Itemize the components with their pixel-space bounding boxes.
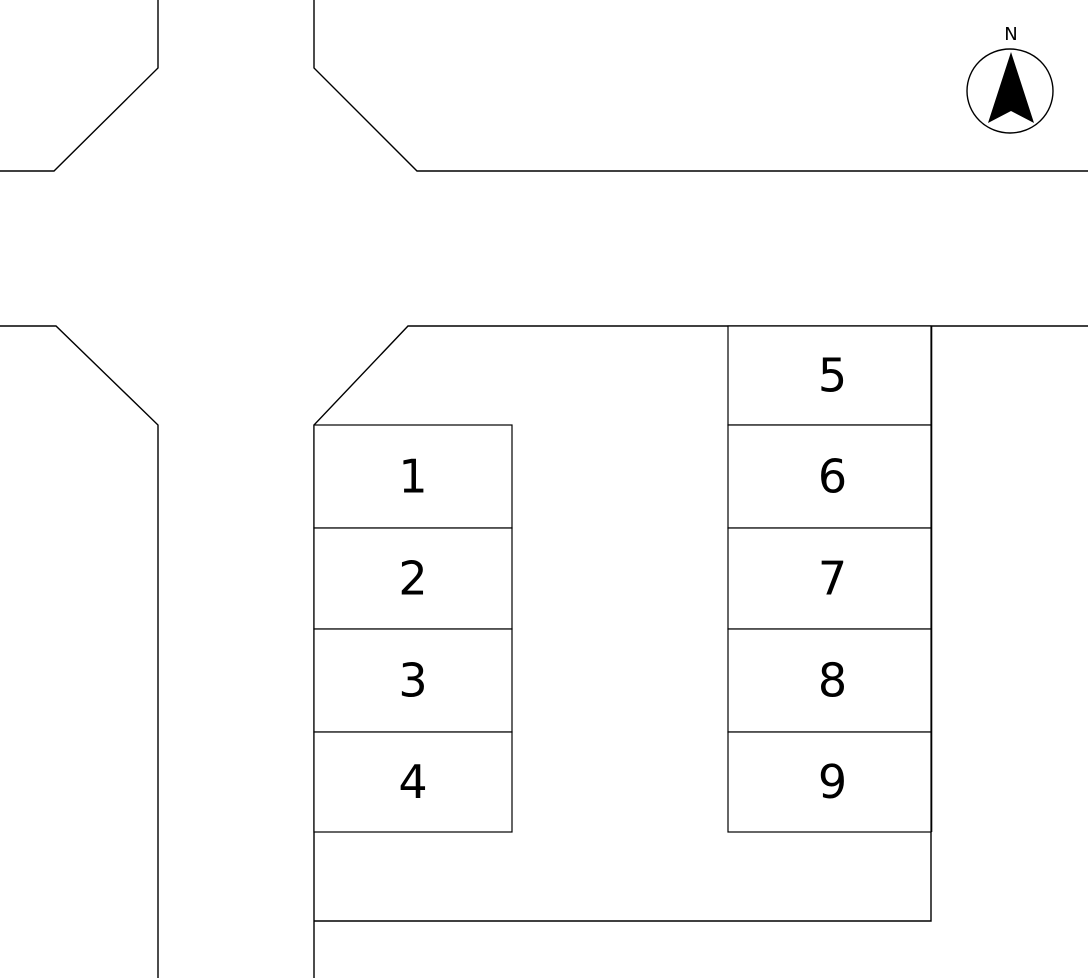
- parking-slot-8: 8: [727, 628, 932, 733]
- parking-slot-7: 7: [727, 527, 932, 630]
- parking-slot-box: [313, 527, 513, 630]
- parking-slot-number: 2: [398, 552, 427, 606]
- road-edge-top-right: [313, 0, 1088, 172]
- north-arrow: N: [966, 24, 1054, 134]
- parking-slot-number: 1: [398, 450, 427, 504]
- road-edge-top-left: [0, 0, 159, 172]
- parking-slot-4: 4: [313, 731, 513, 833]
- parking-slot-box: [727, 527, 932, 630]
- parking-slot-box: [727, 628, 932, 733]
- road-edge-bottom-left: [0, 325, 159, 978]
- parking-slot-2: 2: [313, 527, 513, 630]
- north-label: N: [1004, 24, 1017, 45]
- parking-slot-number: 7: [818, 552, 847, 606]
- parking-slot-box: [313, 731, 513, 833]
- parking-slot-1: 1: [313, 424, 513, 529]
- parking-slot-box: [313, 628, 513, 733]
- parking-slot-number: 6: [818, 450, 847, 504]
- parking-slot-box: [727, 325, 932, 426]
- parking-slots: 1 2 3 4 5 6 7 8 9: [313, 325, 932, 833]
- parking-slot-box: [727, 731, 932, 833]
- parking-slot-6: 6: [727, 424, 932, 529]
- parking-slot-number: 4: [398, 755, 427, 809]
- parking-slot-box: [727, 424, 932, 529]
- north-arrow-icon: [988, 52, 1034, 123]
- parking-slot-number: 5: [818, 349, 847, 403]
- parking-slot-5: 5: [727, 325, 932, 426]
- north-arrow-circle: [966, 48, 1054, 134]
- parking-slot-3: 3: [313, 628, 513, 733]
- parking-slot-number: 9: [818, 755, 847, 809]
- parking-slot-number: 8: [818, 654, 847, 708]
- parking-slot-9: 9: [727, 731, 932, 833]
- parking-slot-number: 3: [398, 654, 427, 708]
